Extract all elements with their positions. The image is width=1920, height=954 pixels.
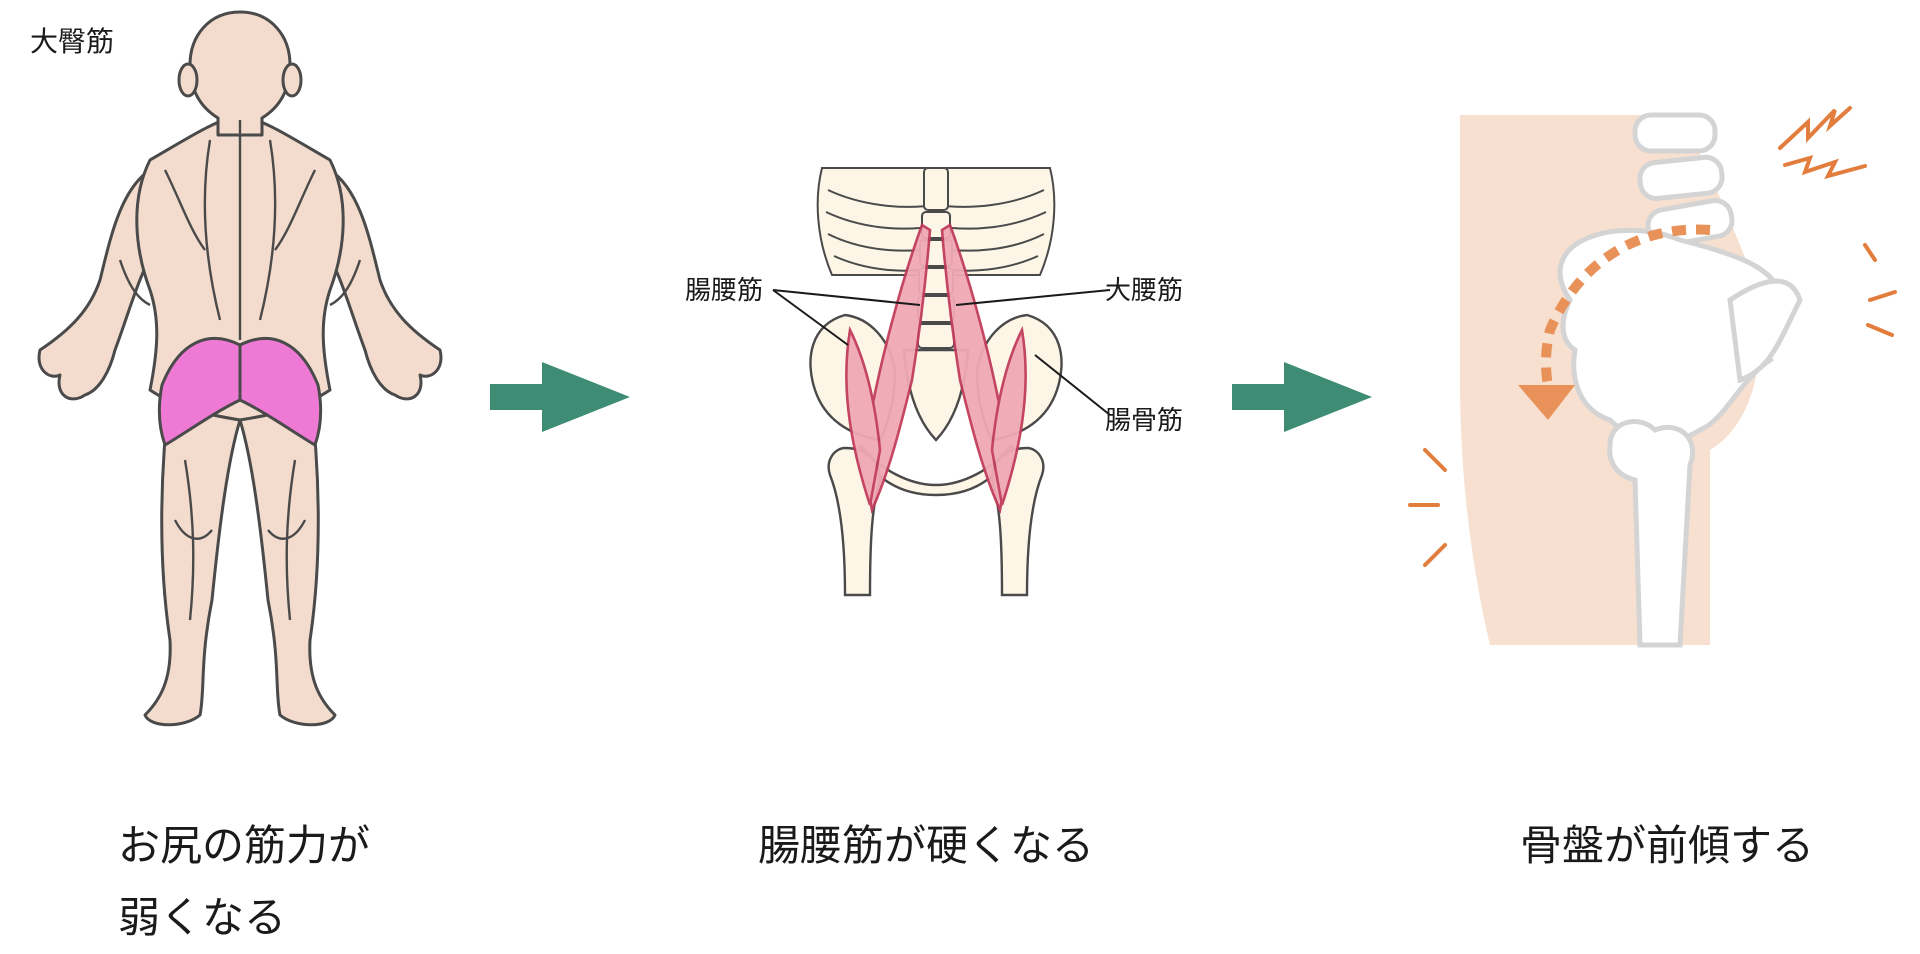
- back-body-figure: [37, 10, 443, 727]
- gluteus-maximus-label: 大臀筋: [30, 25, 115, 58]
- caption-weak-gluteus: お尻の筋力が 弱くなる: [118, 810, 370, 954]
- panel-pelvic-tilt: 骨盤が前傾する: [1380, 0, 1920, 952]
- iliopsoas-figure: [772, 167, 1111, 597]
- right-arrow-icon: [490, 362, 630, 432]
- right-arrow-icon: [1232, 362, 1372, 432]
- caption-line-1: お尻の筋力が: [118, 821, 371, 870]
- caption-iliopsoas-tight: 腸腰筋が硬くなる: [758, 821, 1095, 870]
- label-iliopsoas: 腸腰筋: [685, 276, 764, 306]
- label-iliacus: 腸骨筋: [1105, 406, 1184, 436]
- caption-pelvic-anterior-tilt: 骨盤が前傾する: [1520, 821, 1815, 870]
- caption-line-2: 弱くなる: [118, 893, 287, 942]
- panel-weak-gluteus: 大臀筋: [0, 0, 480, 952]
- panel-iliopsoas: 腸腰筋 大腰筋 腸骨筋 腸腰筋が硬くなる: [640, 0, 1240, 952]
- pelvis-side-figure: [1408, 106, 1897, 648]
- label-psoas-major: 大腰筋: [1105, 276, 1184, 306]
